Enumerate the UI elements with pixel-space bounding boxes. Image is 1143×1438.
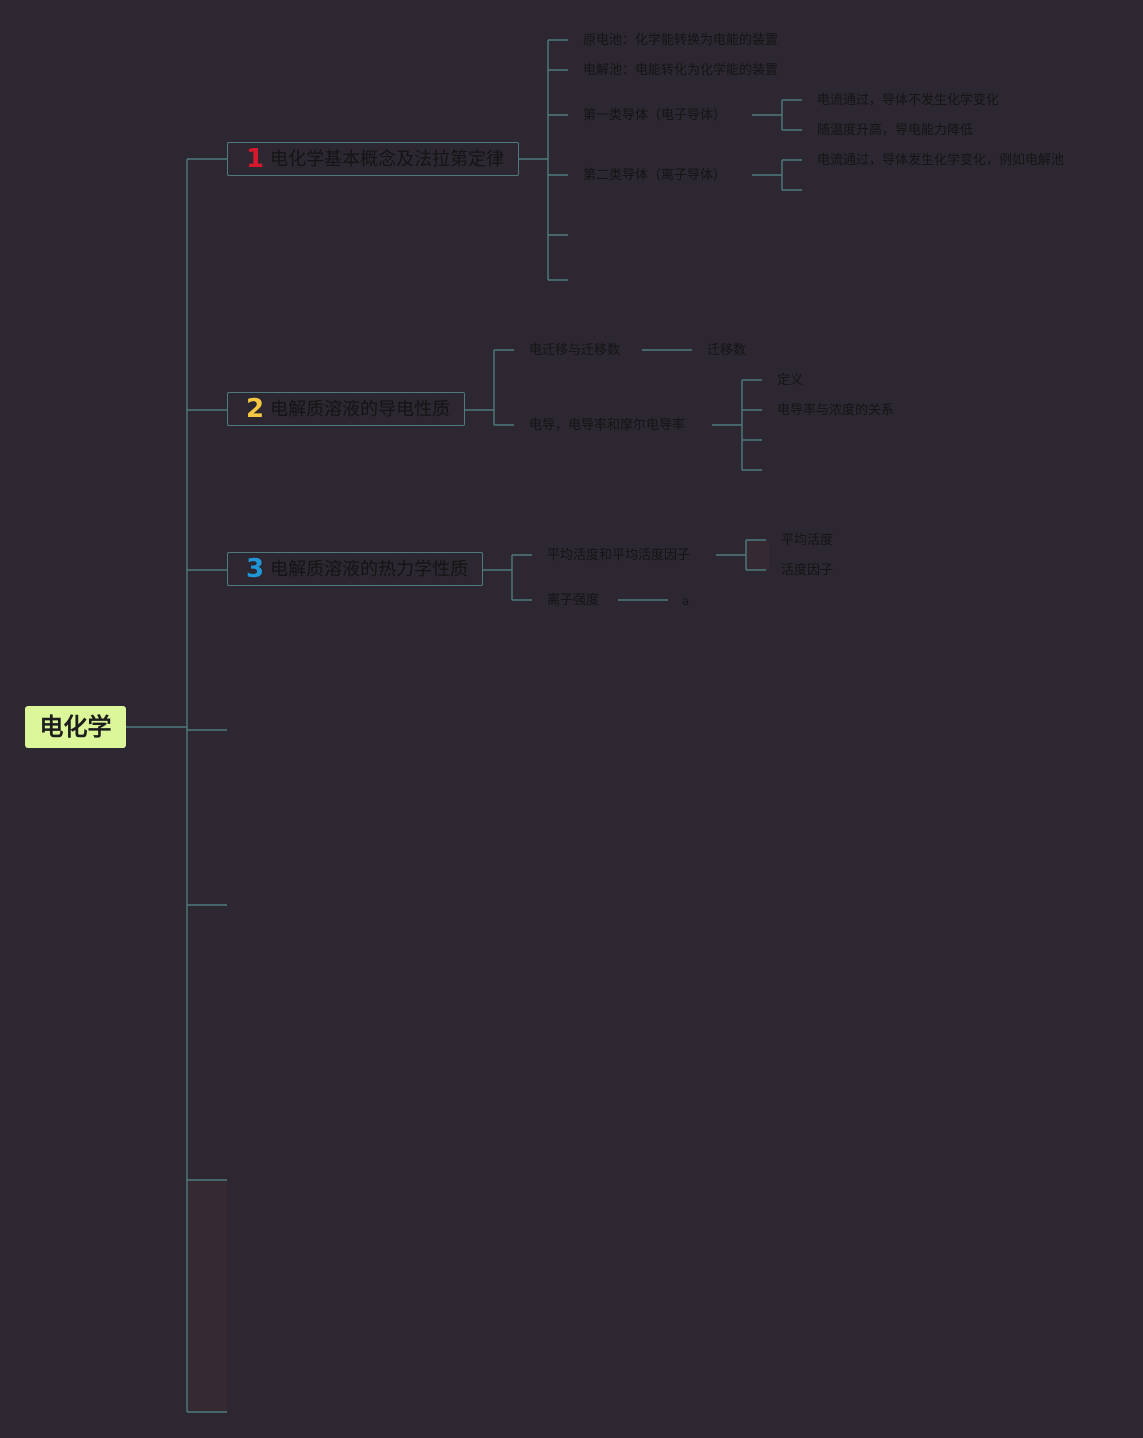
detail-node[interactable]: 电导率与浓度的关系 [777,403,895,418]
number-badge-1: 1 [246,144,265,174]
detail-node[interactable]: 定义 [777,373,804,388]
empty-branch-area [745,540,769,570]
subtopic-ionic-strength[interactable]: 离子强度 [547,593,600,608]
topic-label: 电化学基本概念及法拉第定律 [270,149,505,170]
number-badge-2: 2 [246,394,265,424]
detail-node[interactable]: 平均活度 [781,533,834,548]
subtopic-migration[interactable]: 电迁移与迁移数 [529,343,621,358]
detail-node[interactable]: 迁移数 [707,343,747,358]
detail-node[interactable]: 随温度升高，导电能力降低 [817,123,974,138]
detail-node[interactable]: 活度因子 [781,563,834,578]
topic-label: 电解质溶液的热力学性质 [270,559,469,580]
number-badge-3: 3 [246,554,265,584]
detail-node[interactable]: 电流通过，导体发生化学变化，例如电解池 [817,153,1065,168]
empty-branch-area [187,1180,227,1412]
subtopic-first-class-conductor[interactable]: 第一类导体（电子导体） [583,108,727,123]
subtopic-conductance[interactable]: 电导，电导率和摩尔电导率 [529,418,686,433]
detail-node[interactable]: 电流通过，导体不发生化学变化 [817,93,1000,108]
subtopic-second-class-conductor[interactable]: 第二类导体（离子导体） [583,168,727,183]
root-node[interactable]: 电化学 [25,706,126,748]
subtopic-mean-activity[interactable]: 平均活度和平均活度因子 [547,548,691,563]
subtopic-galvanic-cell[interactable]: 原电池：化学能转换为电能的装置 [583,33,779,48]
subtopic-electrolytic-cell[interactable]: 电解池：电能转化为化学能的装置 [583,63,779,78]
detail-node[interactable]: a [682,594,690,608]
topic-label: 电解质溶液的导电性质 [270,399,451,420]
